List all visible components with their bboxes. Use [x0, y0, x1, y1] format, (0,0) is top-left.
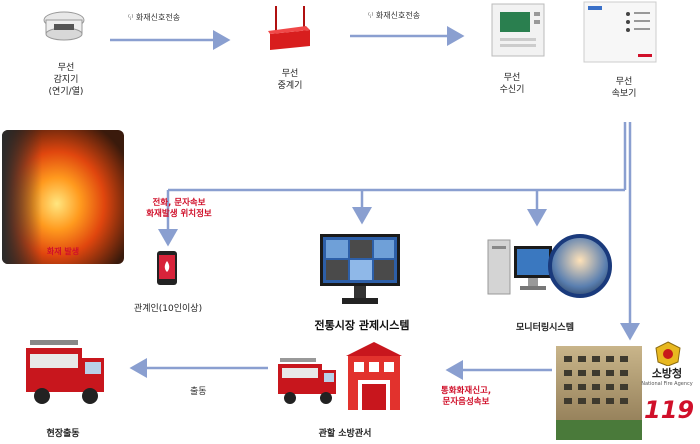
- wireless-receiver-icon: [490, 2, 546, 62]
- fire-agency-name: 소방청: [651, 367, 683, 380]
- scene-fire-truck-icon: [20, 334, 110, 416]
- fire-agency-building-photo: [556, 346, 642, 440]
- control-monitor-icon: [318, 232, 402, 312]
- monitoring-label: 모니터링시스템: [516, 323, 574, 333]
- fire-caption: 화재 발생: [46, 247, 80, 256]
- detector-label: 무선 감지기 (연기/열): [48, 63, 84, 97]
- alarm-label: 무선 속보기: [611, 77, 637, 99]
- fire-agency-logo-text: 119: [644, 396, 695, 424]
- wireless-relay-icon: [268, 4, 312, 56]
- control-system-label: 전통시장 관제시스템: [314, 319, 410, 332]
- smartphone-icon: [156, 250, 178, 290]
- fire-agency-tagline: National Fire Agency: [641, 381, 693, 387]
- fire-station-building-icon: [344, 340, 404, 416]
- fire-photo: [2, 130, 124, 264]
- fire-agency-emblem: [640, 340, 696, 370]
- monitoring-pc-icon: [484, 236, 554, 306]
- receiver-label: 무선 수신기: [499, 73, 525, 95]
- wireless-alarm-icon: [580, 0, 660, 68]
- signal-label-2: ⁽ᵢ⁾ 화재신호전송: [368, 11, 421, 20]
- relay-label: 무선 중계기: [277, 69, 303, 91]
- operator-photo: [548, 234, 612, 298]
- smoke-detector-icon: [42, 10, 86, 50]
- station-fire-truck-icon: [274, 350, 340, 414]
- scene-label: 현장출동: [46, 429, 80, 439]
- dispatch-label: 출동: [190, 387, 207, 397]
- signal-label-1: ⁽ᵢ⁾ 화재신호전송: [128, 13, 181, 22]
- fire-agency-emblem-icon: [655, 341, 681, 367]
- station-label: 관할 소방관서: [318, 429, 372, 439]
- notify-text: 전화, 문자속보 화재발생 위치정보: [146, 198, 212, 219]
- report-text: 통화화재신고, 문자음성속보: [440, 386, 492, 407]
- phone-label: 관계인(10인이상): [133, 304, 203, 314]
